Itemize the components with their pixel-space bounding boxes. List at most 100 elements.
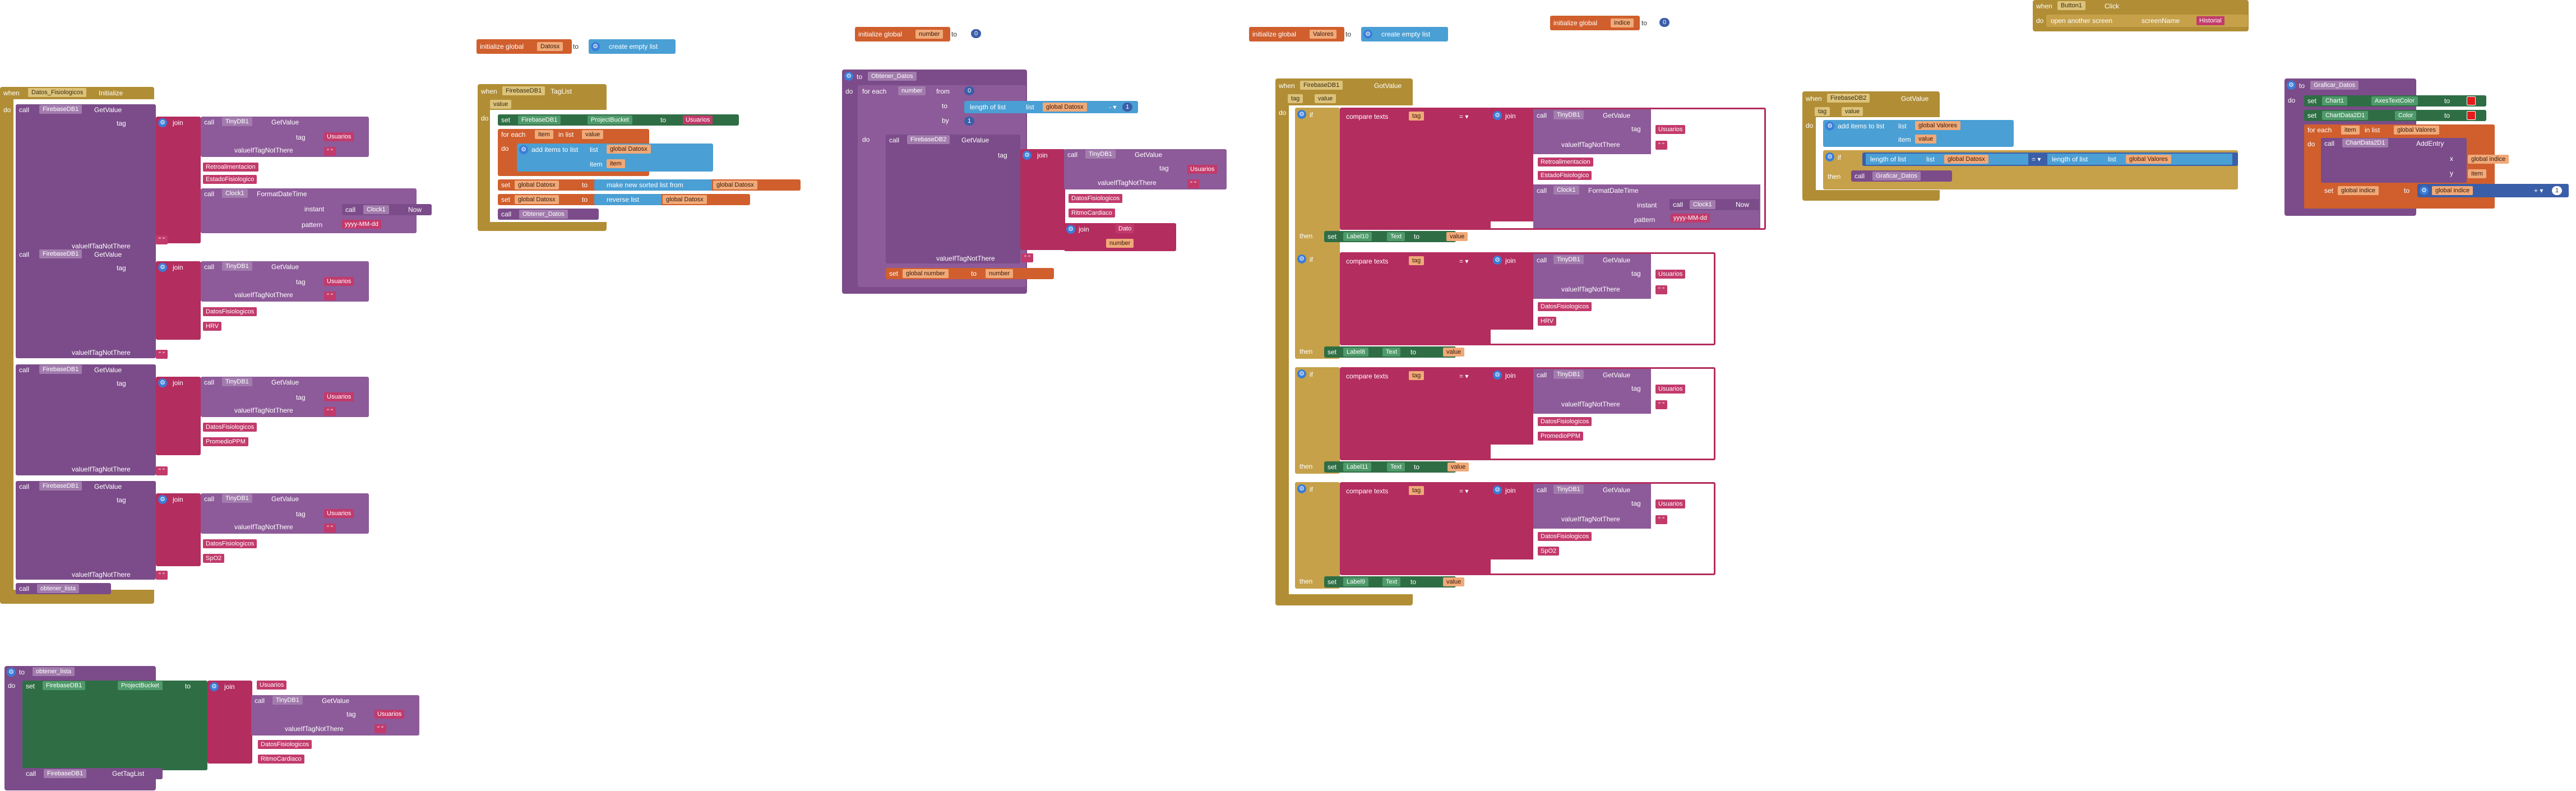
get-global-datosx[interactable]: global Datosx [713, 181, 757, 189]
loop-var-item[interactable]: item [2341, 126, 2360, 135]
compare-op[interactable]: = ▾ [1459, 372, 1469, 380]
variable-name-field[interactable]: Valores [1310, 30, 1337, 39]
db-dropdown[interactable]: FirebaseDB1 [39, 365, 82, 374]
gear-icon[interactable]: ⚙ [158, 263, 167, 272]
gear-icon[interactable]: ⚙ [7, 668, 16, 677]
init-global-number[interactable]: initialize global number [855, 27, 950, 41]
set-label9-text[interactable]: set Label9 Text to [1324, 576, 1456, 588]
get-number[interactable]: number [986, 269, 1014, 278]
tinydb-dropdown[interactable]: TinyDB1 [1553, 110, 1584, 119]
chart-dropdown[interactable]: Chart1 [2322, 96, 2348, 105]
db-dropdown[interactable]: FirebaseDB2 [907, 135, 950, 144]
init-global-datosx[interactable]: initialize global Datosx [477, 39, 572, 54]
text-empty[interactable]: " " [156, 466, 168, 475]
text-pattern[interactable]: yyyy-MM-dd [342, 220, 381, 229]
add-items-to-list[interactable]: ⚙ add items to list list global Datosx i… [517, 144, 713, 172]
plus-op[interactable]: + ▾ [2534, 187, 2543, 195]
property-dropdown[interactable]: ProjectBucket [588, 115, 632, 124]
tinydb-dropdown[interactable]: TinyDB1 [1553, 485, 1584, 494]
text-usuarios[interactable]: Usuarios [1655, 125, 1686, 134]
procedure-name-field[interactable]: obtener_lista [33, 667, 75, 676]
join-block-2[interactable]: ⚙ join [156, 261, 201, 340]
call-firebasedb1-getvalue-3[interactable]: call FirebaseDB1 GetValue tag valueIfTag… [16, 364, 156, 475]
if-block-2[interactable]: ⚙ if then [1295, 252, 1340, 359]
tinydb-dropdown[interactable]: TinyDB1 [222, 262, 252, 271]
variable-dropdown[interactable]: global Datosx [515, 181, 559, 189]
compare-texts-4[interactable]: compare texts tag = ▾ ⚙ join call TinyDB… [1340, 482, 1715, 575]
text-estado-fisiologico[interactable]: EstadoFisiologico [1538, 171, 1592, 180]
compare-texts-3[interactable]: compare texts tag = ▾ ⚙ join call TinyDB… [1340, 367, 1715, 460]
add-items-to-list-valores[interactable]: ⚙ add items to list list global Valores … [1823, 120, 2014, 147]
gear-icon[interactable]: ⚙ [519, 145, 528, 154]
call-tinydb1-getvalue-obtener-datos[interactable]: call TinyDB1 GetValue tag valueIfTagNotT… [1064, 149, 1227, 189]
variable-dropdown[interactable]: global number [903, 269, 949, 278]
text-empty[interactable]: " " [374, 724, 386, 733]
call-tinydb1-getvalue-4[interactable]: call TinyDB1 GetValue tag valueIfTagNotT… [201, 493, 369, 534]
text-datos-fisiologicos[interactable]: DatosFisiologicos [1538, 532, 1592, 541]
gear-icon[interactable]: ⚙ [210, 682, 219, 691]
create-empty-list-2[interactable]: ⚙ create empty list [1361, 27, 1448, 41]
join-block-4[interactable]: ⚙ join [156, 493, 201, 566]
text-empty[interactable]: " " [156, 571, 168, 580]
db-dropdown[interactable]: FirebaseDB1 [518, 115, 561, 124]
call-firebasedb1-gettaglist[interactable]: call FirebaseDB1 GetTagList [22, 768, 163, 779]
gear-icon[interactable]: ⚙ [158, 495, 167, 504]
component-dropdown[interactable]: Datos_Fisiologicos [28, 88, 87, 97]
text-empty[interactable]: " " [1187, 179, 1199, 188]
minus-op[interactable]: - ▾ [1109, 103, 1117, 111]
gear-icon[interactable]: ⚙ [1493, 485, 1502, 494]
loop-var-number[interactable]: number [898, 86, 926, 95]
text-usuarios[interactable]: Usuarios [683, 115, 713, 124]
gear-icon[interactable]: ⚙ [1297, 484, 1306, 493]
number-one[interactable]: 1 [1122, 103, 1133, 112]
gear-icon[interactable]: ⚙ [1493, 111, 1502, 120]
compare-op[interactable]: = ▾ [2032, 155, 2041, 163]
text-empty[interactable]: " " [324, 524, 336, 533]
get-value[interactable]: value [1915, 135, 1937, 144]
call-tinydb1-getvalue-obtener[interactable]: call TinyDB1 GetValue tag valueIfTagNotT… [251, 695, 419, 736]
get-tag[interactable]: tag [1409, 112, 1425, 121]
gear-icon[interactable]: ⚙ [591, 42, 600, 51]
call-tinydb1-getvalue-1[interactable]: call TinyDB1 GetValue tag valueIfTagNotT… [201, 117, 369, 157]
gear-icon[interactable]: ⚙ [1493, 371, 1502, 380]
set-projectbucket-in-taglist[interactable]: set FirebaseDB1 ProjectBucket to Usuario… [498, 114, 739, 126]
label-dropdown[interactable]: Label10 [1343, 232, 1372, 241]
text-retroalimentacion[interactable]: Retroalimentacion [1538, 158, 1593, 166]
get-global-valores[interactable]: global Valores [1915, 121, 1960, 130]
get-item[interactable]: item [2468, 169, 2486, 178]
join-block-obtener-datos[interactable]: ⚙ join [1020, 149, 1065, 250]
gear-icon[interactable]: ⚙ [1297, 110, 1306, 119]
text-usuarios[interactable]: Usuarios [1655, 270, 1686, 279]
get-value[interactable]: value [1447, 462, 1469, 471]
get-global-datosx[interactable]: global Datosx [1944, 155, 1988, 164]
number-zero[interactable]: 0 [971, 29, 982, 38]
get-number[interactable]: number [1106, 239, 1134, 248]
text-usuarios[interactable]: Usuarios [1187, 165, 1218, 174]
join-block-obtener-lista[interactable]: ⚙ join [207, 681, 252, 764]
gear-icon[interactable]: ⚙ [158, 378, 167, 387]
get-value[interactable]: value [1446, 232, 1468, 241]
compare-op[interactable]: = ▾ [1459, 487, 1469, 495]
chartdata-dropdown[interactable]: ChartData2D1 [2322, 111, 2369, 120]
text-usuarios[interactable]: Usuarios [374, 710, 405, 719]
property-dropdown[interactable]: Text [1382, 577, 1401, 586]
get-item[interactable]: item [607, 159, 625, 168]
variable-name-field[interactable]: Datosx [537, 42, 563, 51]
compare-op[interactable]: = ▾ [1459, 113, 1469, 121]
component-dropdown[interactable]: FirebaseDB1 [502, 86, 545, 95]
get-global-indice[interactable]: global indice [2432, 186, 2473, 195]
color-swatch-red[interactable] [2467, 111, 2476, 120]
get-value[interactable]: value [1443, 348, 1465, 357]
property-dropdown[interactable]: AxesTextColor [2371, 96, 2418, 105]
text-ritmo-cardiaco[interactable]: RitmoCardiaco [1069, 209, 1115, 218]
clock-dropdown[interactable]: Clock1 [222, 189, 248, 198]
number-one[interactable]: 1 [2552, 186, 2563, 195]
text-datos-fisiologicos[interactable]: DatosFisiologicos [203, 539, 257, 548]
property-dropdown[interactable]: Text [1382, 348, 1401, 357]
gear-icon[interactable]: ⚙ [1297, 369, 1306, 378]
compare-equal[interactable]: length of list list global Datosx = ▾ le… [1862, 152, 2238, 166]
text-retroalimentacion[interactable]: Retroalimentacion [203, 163, 258, 172]
loop-var-item[interactable]: item [535, 130, 553, 139]
length-of-list-datosx[interactable]: length of list list global Datosx - ▾ 1 [964, 101, 1138, 113]
math-add[interactable]: ⚙ global indice + ▾ 1 [2417, 184, 2569, 197]
